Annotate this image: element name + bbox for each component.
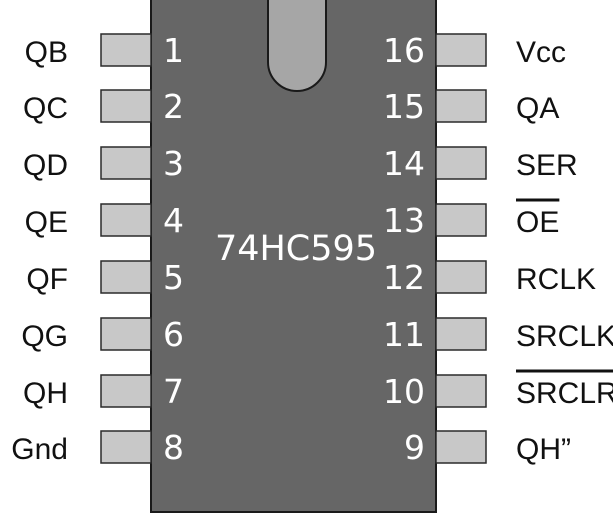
pin-label-qa: QA bbox=[516, 92, 559, 125]
pin-8-number: 8 bbox=[163, 428, 184, 467]
pin-16-number: 16 bbox=[383, 31, 425, 70]
pin-14-number: 14 bbox=[383, 144, 425, 183]
pin-5-lead bbox=[100, 260, 152, 294]
pin-label-qc: QC bbox=[23, 92, 68, 125]
pin-13-number: 13 bbox=[383, 201, 425, 240]
pin1-notch bbox=[267, 0, 327, 92]
pin-14-lead bbox=[435, 146, 487, 180]
pin-3-lead bbox=[100, 146, 152, 180]
pin-label-qd: QD bbox=[23, 149, 68, 182]
pin-label-rclk: RCLK bbox=[516, 263, 596, 296]
pin-10-number: 10 bbox=[383, 372, 425, 411]
pin-label-srclr: SRCLR bbox=[516, 377, 613, 410]
pin-15-lead bbox=[435, 89, 487, 123]
pin-label-qe: QE bbox=[25, 206, 68, 239]
pin-label-srclk: SRCLK bbox=[516, 320, 613, 353]
pin-1-lead bbox=[100, 33, 152, 67]
pin-8-lead bbox=[100, 430, 152, 464]
pin-4-lead bbox=[100, 203, 152, 237]
pin-1-number: 1 bbox=[163, 31, 184, 70]
pin-16-lead bbox=[435, 33, 487, 67]
pin-9-lead bbox=[435, 430, 487, 464]
pin-label-ser: SER bbox=[516, 149, 578, 182]
pin-7-lead bbox=[100, 374, 152, 408]
pin-label-qg: QG bbox=[21, 320, 68, 353]
pin-5-number: 5 bbox=[163, 258, 184, 297]
pin-3-number: 3 bbox=[163, 144, 184, 183]
pin-12-lead bbox=[435, 260, 487, 294]
pin-label-vcc: Vcc bbox=[516, 36, 566, 69]
pin-11-number: 11 bbox=[383, 315, 425, 354]
pin-9-number: 9 bbox=[404, 428, 425, 467]
pin-label-oe: OE bbox=[516, 206, 559, 239]
pin-label-qh: QH” bbox=[516, 433, 571, 466]
pin-label-gnd: Gnd bbox=[11, 433, 68, 466]
chip-part-number: 74HC595 bbox=[215, 229, 377, 269]
pin-13-lead bbox=[435, 203, 487, 237]
pin-11-lead bbox=[435, 317, 487, 351]
pin-15-number: 15 bbox=[383, 87, 425, 126]
pin-2-number: 2 bbox=[163, 87, 184, 126]
pin-label-qb: QB bbox=[25, 36, 68, 69]
pin-6-lead bbox=[100, 317, 152, 351]
pin-label-qf: QF bbox=[26, 263, 68, 296]
pin-label-qh: QH bbox=[23, 377, 68, 410]
pin-4-number: 4 bbox=[163, 201, 184, 240]
pin-12-number: 12 bbox=[383, 258, 425, 297]
pin-6-number: 6 bbox=[163, 315, 184, 354]
pin-10-lead bbox=[435, 374, 487, 408]
pin-7-number: 7 bbox=[163, 372, 184, 411]
pin-group: 1 QB 2 QC 3 QD 4 QE 5 QF 6 QG 7 QH 8 Gnd 16 Vcc 15 QA 14 SER 1… bbox=[11, 31, 613, 467]
pin-2-lead bbox=[100, 89, 152, 123]
